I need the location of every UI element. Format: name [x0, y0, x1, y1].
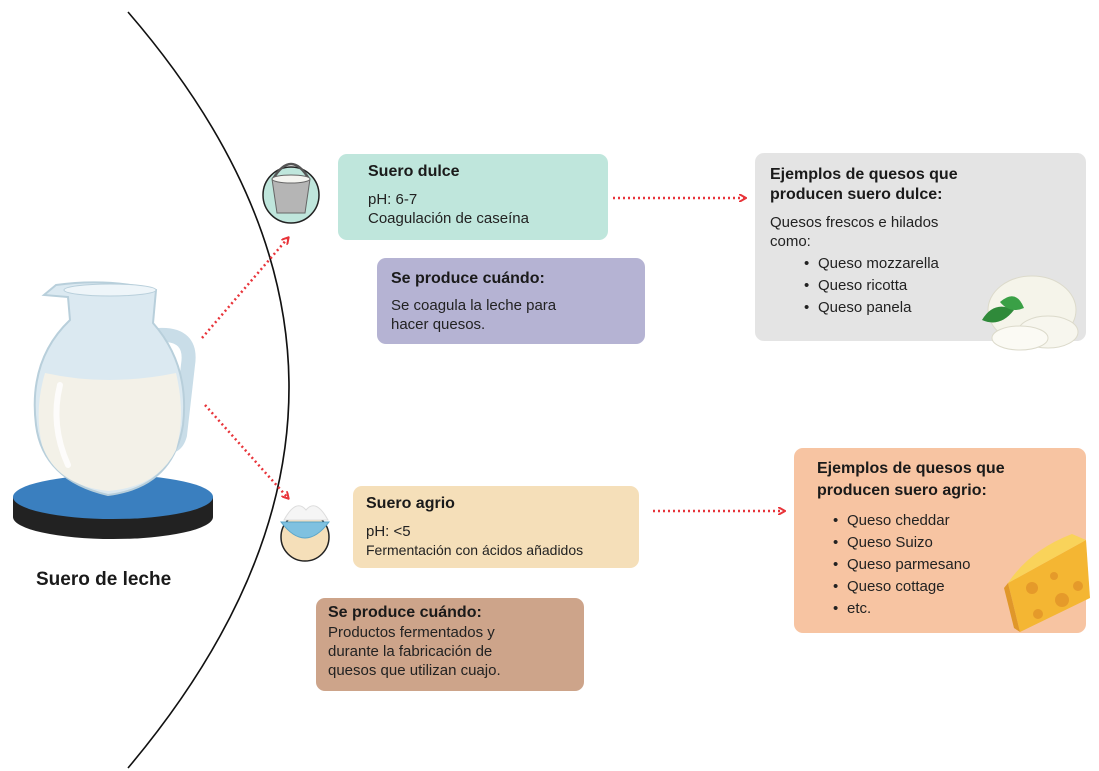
milk-jug-icon — [13, 281, 213, 539]
sour-when-line: quesos que utilizan cuajo. — [328, 662, 501, 679]
sweet-when-line: hacer quesos. — [391, 316, 486, 333]
sweet-whey-box: Suero dulce pH: 6-7 Coagulación de caseí… — [338, 154, 608, 240]
mozzarella-icon — [982, 275, 1079, 351]
list-item: Queso Suizo — [833, 532, 1086, 554]
sweet-when-title: Se produce cuándo: — [391, 270, 545, 287]
swiss-cheese-icon — [1004, 534, 1090, 632]
list-item: etc. — [833, 598, 1086, 620]
sour-whey-line: pH: <5 — [366, 523, 411, 540]
sweet-when-line: Se coagula la leche para — [391, 297, 557, 314]
main-label: Suero de leche — [36, 569, 172, 590]
sour-cream-bowl-icon — [279, 505, 331, 562]
timeline-arc — [127, 11, 290, 769]
milk-bucket-icon — [262, 162, 320, 224]
sweet-examples-intro: como: — [770, 233, 811, 250]
sour-when-box: Se produce cuándo: Productos fermentados… — [316, 598, 584, 691]
sweet-examples-title: Ejemplos de quesos que — [770, 166, 958, 183]
sour-whey-title: Suero agrio — [366, 495, 455, 512]
sweet-examples-intro: Quesos frescos e hilados — [770, 214, 939, 231]
sweet-examples-title: producen suero dulce: — [770, 186, 943, 203]
list-item: Queso cheddar — [833, 510, 1086, 532]
list-item: Queso parmesano — [833, 554, 1086, 576]
sour-whey-line: Fermentación con ácidos añadidos — [366, 542, 584, 558]
sour-when-line: durante la fabricación de — [328, 643, 493, 660]
sour-when-title: Se produce cuándo: — [328, 604, 482, 621]
list-item: Queso mozzarella — [804, 253, 1086, 275]
list-item: Queso cottage — [833, 576, 1086, 598]
list-item: Queso panela — [804, 297, 1086, 319]
sour-examples-title: Ejemplos de quesos que — [817, 460, 1005, 477]
sour-whey-box: Suero agrio pH: <5 Fermentación con ácid… — [353, 486, 639, 568]
sweet-whey-title: Suero dulce — [368, 163, 460, 180]
arrow-jug-to-sour — [204, 404, 288, 498]
sweet-when-box: Se produce cuándo: Se coagula la leche p… — [377, 258, 645, 344]
sour-examples-title: producen suero agrio: — [817, 482, 987, 499]
sweet-whey-line: pH: 6-7 — [368, 191, 418, 208]
arrow-jug-to-sweet — [201, 238, 288, 339]
list-item: Queso ricotta — [804, 275, 1086, 297]
sweet-whey-line: Coagulación de caseína — [368, 210, 529, 227]
sour-when-line: Productos fermentados y — [328, 624, 495, 641]
